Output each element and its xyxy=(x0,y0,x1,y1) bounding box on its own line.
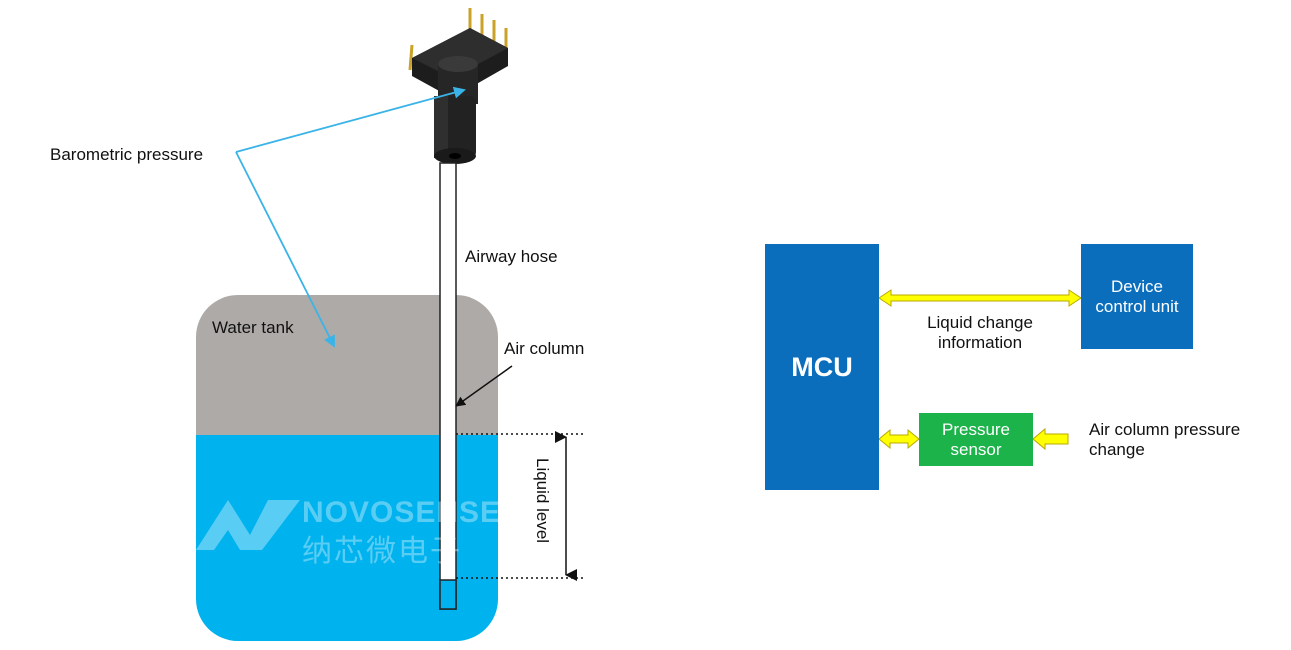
pressure-sensor-block: Pressure sensor xyxy=(919,413,1033,466)
sensor-input-arrow xyxy=(1032,427,1069,451)
airway-hose xyxy=(439,162,457,610)
liquid-change-info-label: Liquid change information xyxy=(927,313,1033,352)
mcu-block: MCU xyxy=(765,244,879,490)
novosense-logo-icon xyxy=(196,500,300,550)
mcu-label: MCU xyxy=(791,351,853,382)
airway-hose-label: Airway hose xyxy=(465,247,558,266)
mcu-sensor-link-arrow xyxy=(878,428,920,450)
pressure-sensor-device xyxy=(408,8,508,164)
barometric-pressure-label: Barometric pressure xyxy=(50,145,204,164)
air-column-arrow xyxy=(455,365,513,407)
watermark-brand-text: NOVOSENSE xyxy=(302,496,502,529)
device-control-unit-label: Device control unit xyxy=(1095,276,1179,316)
barometric-arrow-to-sensor xyxy=(235,86,466,153)
barometric-arrow-to-tank xyxy=(235,151,335,348)
liquid-level-label: Liquid level xyxy=(533,458,552,544)
air-column-pressure-change-label: Air column pressure change xyxy=(1089,420,1241,459)
device-control-unit-block: Device control unit xyxy=(1081,244,1193,349)
water-tank-label: Water tank xyxy=(212,318,294,337)
mcu-device-link-arrow xyxy=(878,289,1082,307)
watermark-brand-cn-text: 纳芯微电子 xyxy=(302,535,462,568)
air-column-label: Air column xyxy=(504,339,585,358)
pressure-sensor-label: Pressure sensor xyxy=(941,419,1011,459)
